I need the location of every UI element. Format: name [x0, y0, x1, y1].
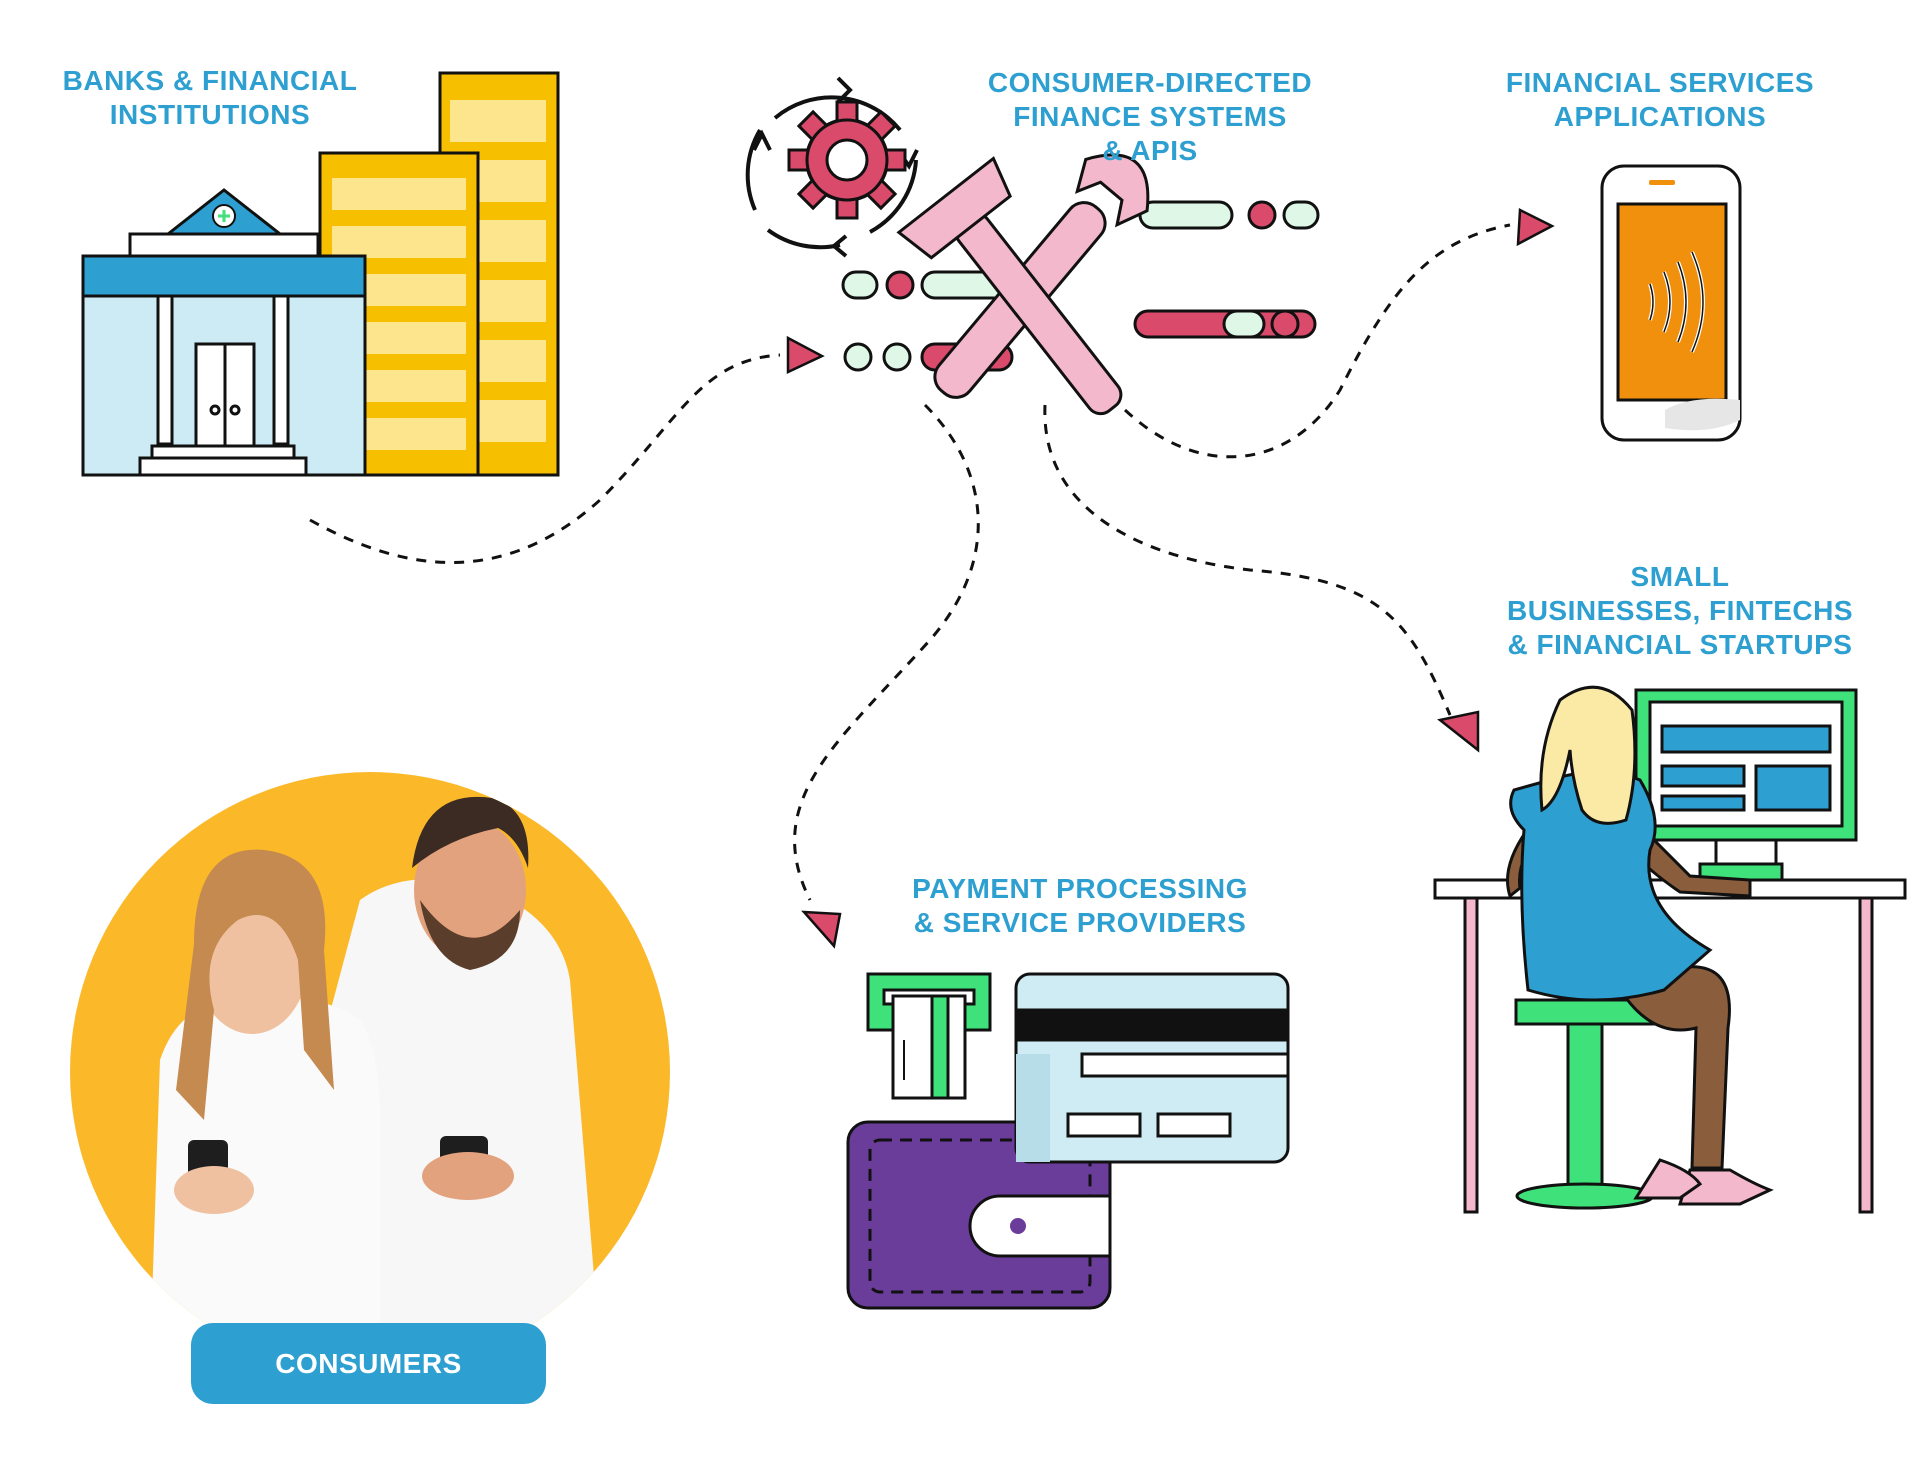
label-fsa-line-2: APPLICATIONS: [1553, 101, 1767, 132]
smartphone-nfc-icon: [1600, 164, 1742, 442]
label-consumer-directed-finance: CONSUMER-DIRECTED FINANCE SYSTEMS & APIS: [960, 66, 1340, 168]
label-payment-processing: PAYMENT PROCESSING & SERVICE PROVIDERS: [880, 872, 1280, 940]
label-small-line-2: BUSINESSES, FINTECHS: [1506, 595, 1854, 626]
label-banks-line-2: INSTITUTIONS: [109, 99, 311, 130]
connector-cdfs-to-payment: [793, 403, 980, 901]
arrowhead-fsa-in: [1516, 208, 1555, 247]
label-small-line-1: SMALL: [1630, 561, 1730, 592]
label-banks: BANKS & FINANCIAL INSTITUTIONS: [40, 64, 380, 132]
gear-cycle-icon: [745, 76, 919, 258]
label-financial-services-apps: FINANCIAL SERVICES APPLICATIONS: [1490, 66, 1830, 134]
connector-cdfs-to-small: [1043, 404, 1452, 716]
arrowhead-cdfs-in: [786, 335, 825, 374]
payment-wallet-cards-icon: [846, 972, 1290, 1310]
label-banks-line-1: BANKS & FINANCIAL: [62, 65, 358, 96]
arrowhead-small-in: [1437, 710, 1480, 753]
connector-banks-to-cdfs: [309, 353, 781, 564]
woman-at-computer-icon: [1433, 685, 1907, 1214]
consumers-button[interactable]: CONSUMERS: [191, 1323, 546, 1404]
arrowhead-payment-in: [801, 910, 842, 949]
consumers-photo: [70, 772, 670, 1372]
label-cdfs-line-3: & APIS: [1102, 135, 1198, 166]
label-small-line-3: & FINANCIAL STARTUPS: [1507, 629, 1853, 660]
label-payment-line-2: & SERVICE PROVIDERS: [913, 907, 1247, 938]
label-payment-line-1: PAYMENT PROCESSING: [912, 873, 1248, 904]
label-fsa-line-1: FINANCIAL SERVICES: [1505, 67, 1815, 98]
wrench-hammer-icon: [841, 153, 1320, 416]
connector-cdfs-to-fsa: [1123, 223, 1511, 459]
bank-building-icon: [81, 71, 560, 477]
label-small-businesses: SMALL BUSINESSES, FINTECHS & FINANCIAL S…: [1480, 560, 1880, 662]
label-cdfs-line-2: FINANCE SYSTEMS: [1013, 101, 1287, 132]
label-cdfs-line-1: CONSUMER-DIRECTED: [987, 67, 1313, 98]
